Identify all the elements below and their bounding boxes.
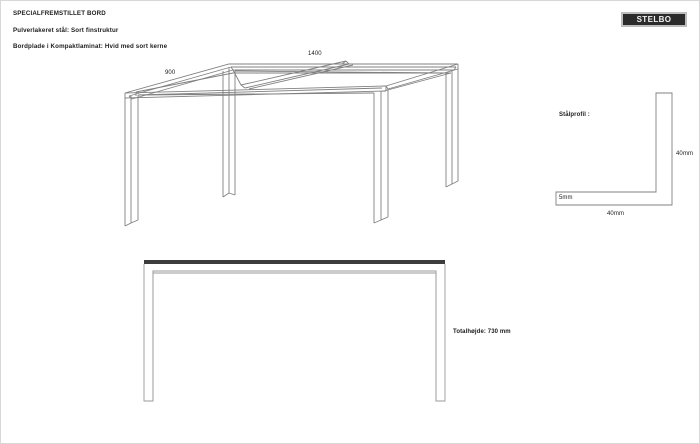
company-logo: STELBO: [621, 12, 687, 27]
profile-dimension-horizontal: 40mm: [607, 211, 625, 217]
profile-dimension-thickness: 5mm: [559, 195, 573, 201]
profile-caption: Stålprofil :: [559, 112, 590, 118]
spec-line-tabletop-material: Bordplade i Kompaktlaminat: Hvid med sor…: [13, 43, 168, 50]
dimension-length-1400: 1400: [308, 51, 322, 57]
elevation-height-note: Totalhøjde: 730 mm: [453, 329, 511, 335]
drawing-title: SPECIALFREMSTILLET BORD: [13, 10, 106, 17]
tabletop-slab: [144, 260, 445, 264]
dimension-depth-900: 900: [165, 70, 176, 76]
logo-text: STELBO: [636, 14, 672, 24]
spec-line-steel-finish: Pulverlakeret stål: Sort finstruktur: [13, 27, 119, 34]
profile-dimension-vertical: 40mm: [676, 151, 694, 157]
